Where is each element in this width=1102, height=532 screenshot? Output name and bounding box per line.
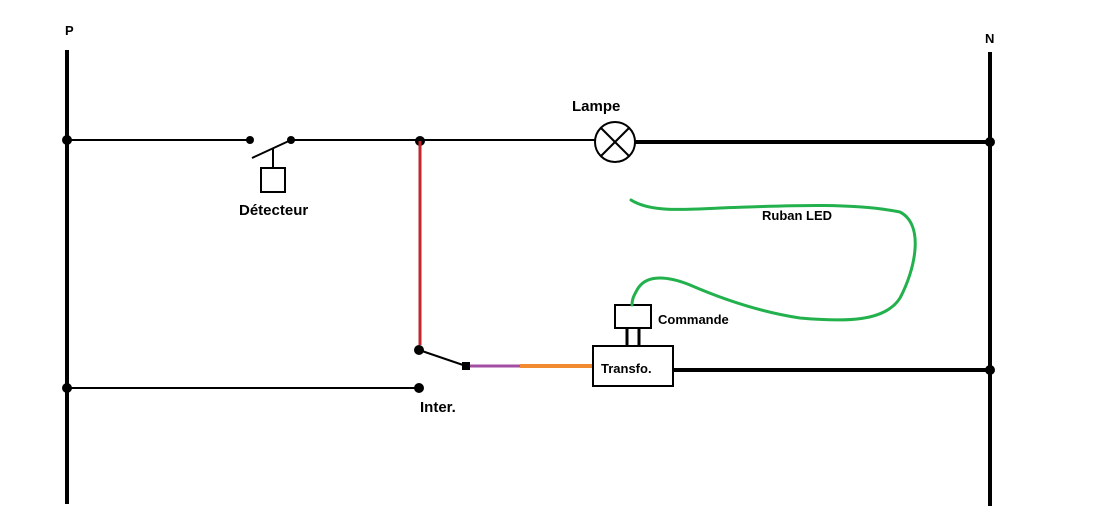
- detector-contact-left: [246, 136, 254, 144]
- detector-switch-blade: [251, 139, 292, 159]
- detector-box: [260, 167, 286, 193]
- label-phase: P: [65, 23, 74, 38]
- junction-neutral-bottom: [985, 365, 995, 375]
- led-strip: [629, 198, 917, 322]
- label-led-strip: Ruban LED: [762, 208, 833, 223]
- lamp-cross-2: [600, 127, 630, 157]
- label-lamp: Lampe: [572, 98, 621, 115]
- junction-phase-top: [62, 135, 72, 145]
- label-controller: Commande: [658, 312, 729, 327]
- switch-blade: [418, 349, 467, 367]
- transformer-box: [592, 345, 674, 387]
- junction-neutral-top: [985, 137, 995, 147]
- label-detector: Détecteur: [239, 202, 309, 219]
- label-transformer: Transfo.: [601, 361, 652, 376]
- controller-box: [614, 304, 652, 329]
- switch-contact-right: [462, 362, 470, 370]
- label-switch: Inter.: [420, 399, 456, 416]
- label-neutral: N: [985, 31, 995, 46]
